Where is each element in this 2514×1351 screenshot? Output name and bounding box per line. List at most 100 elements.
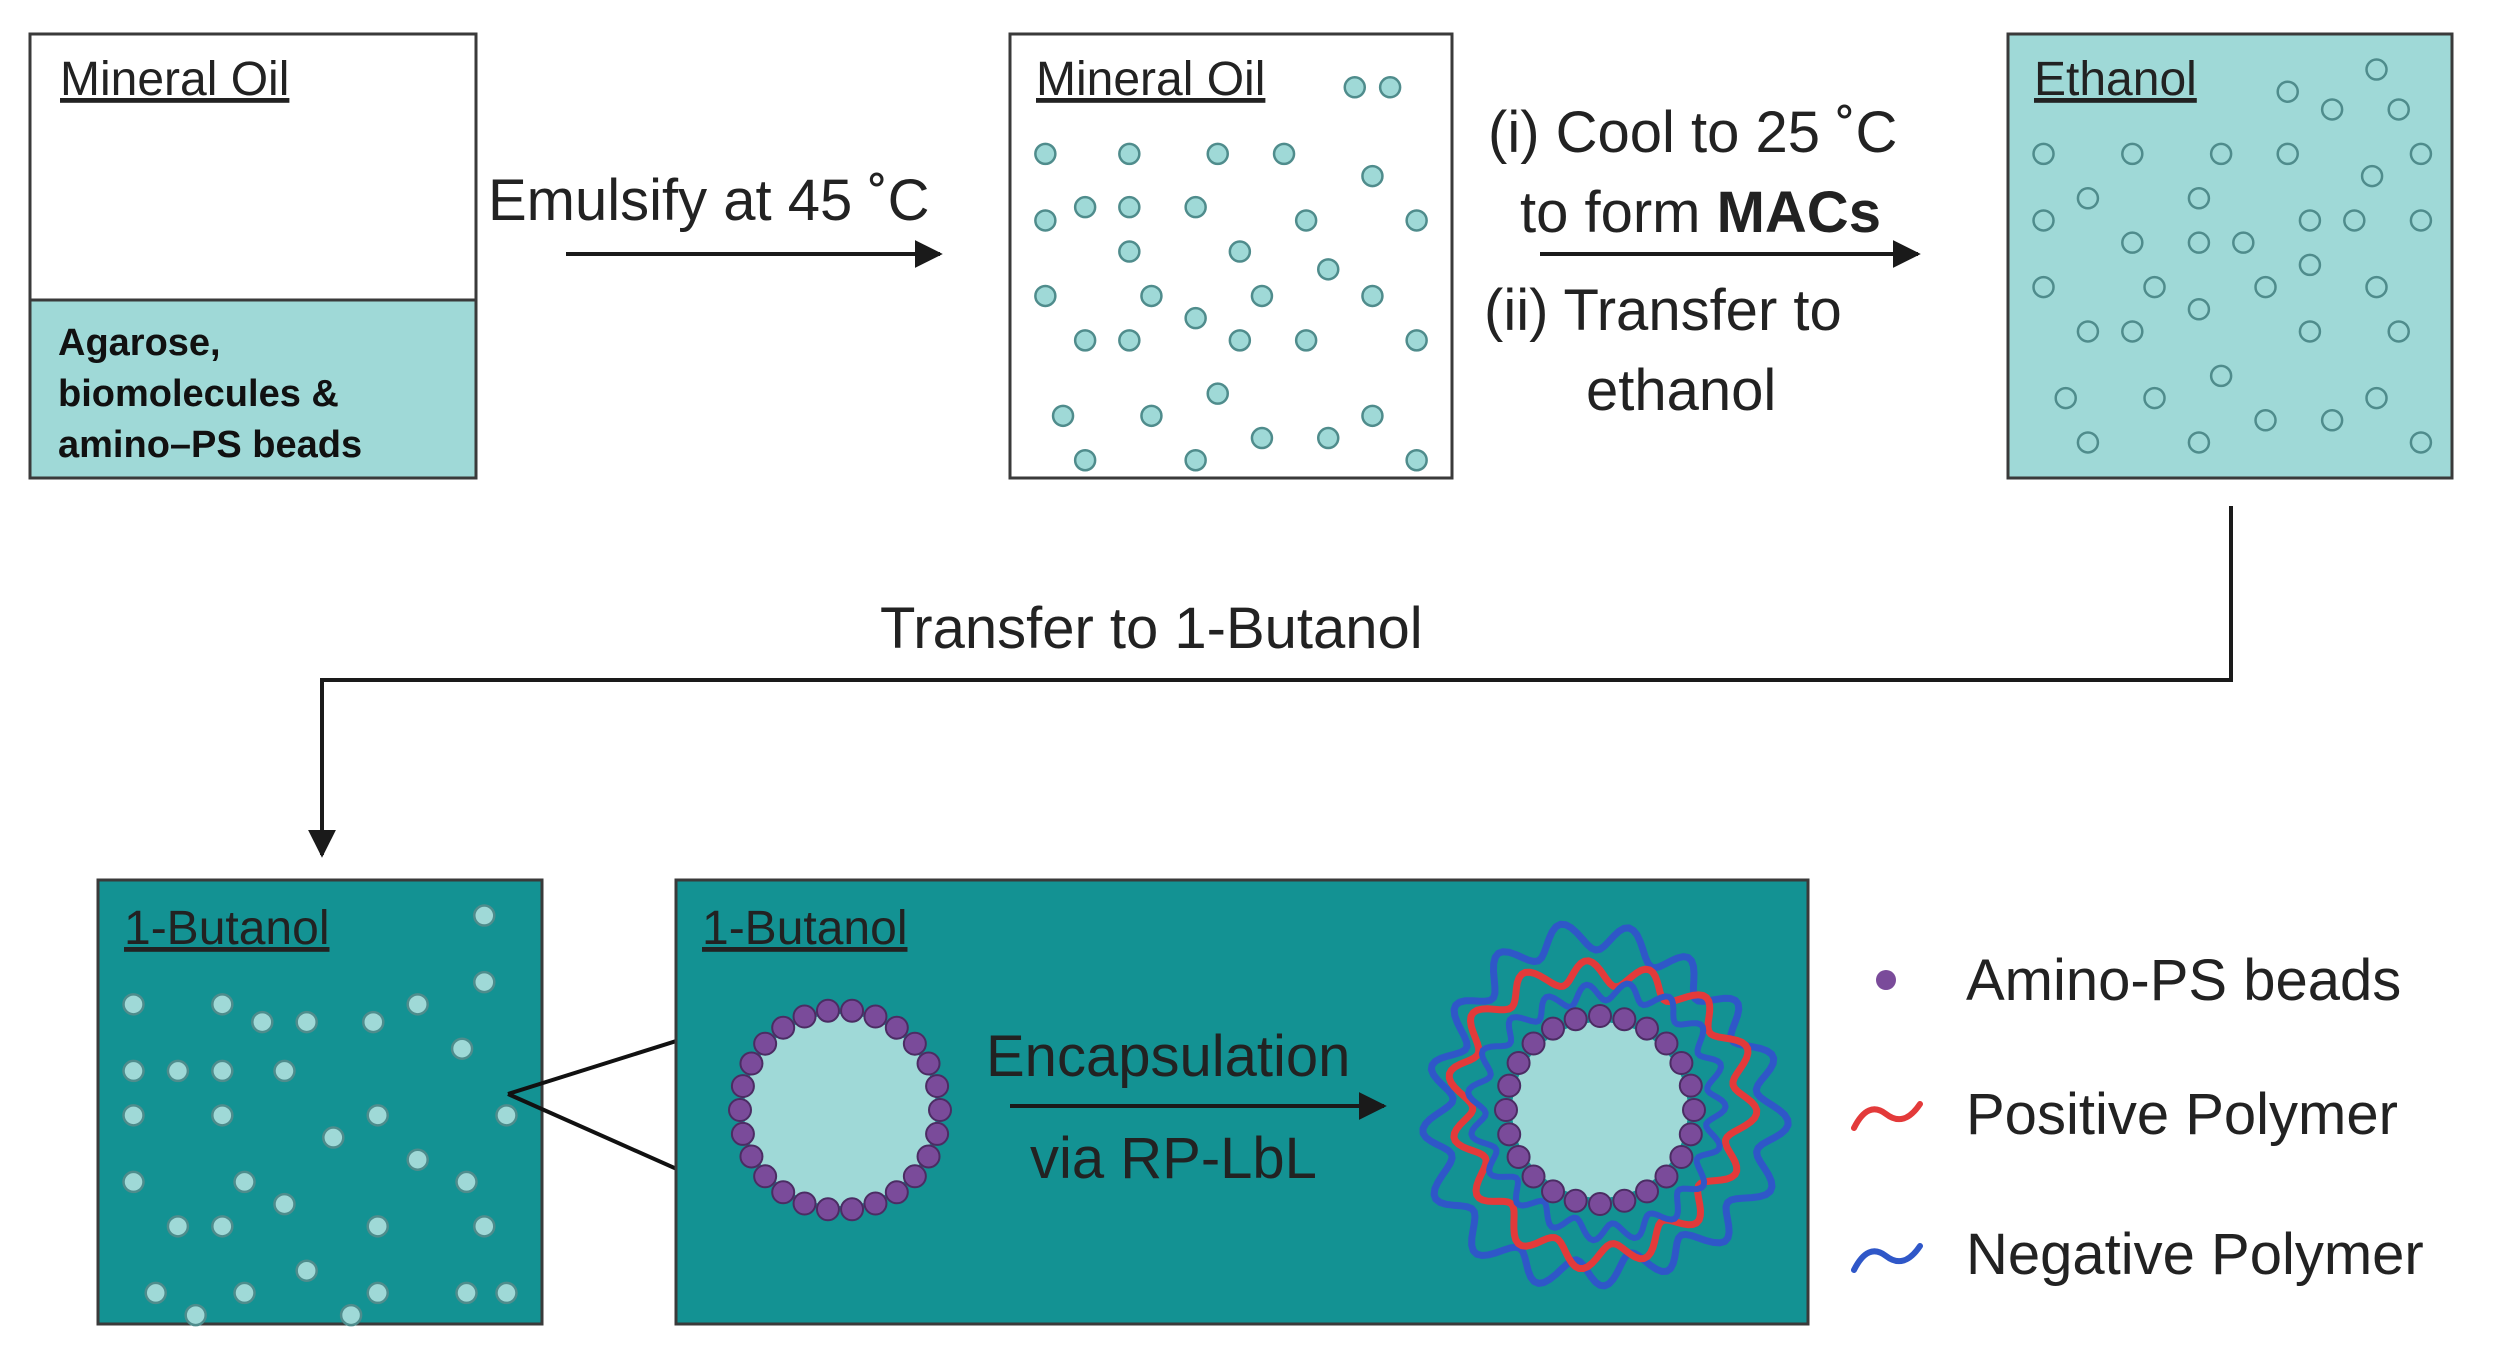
droplet — [2254, 275, 2277, 299]
mac-encapsulated — [1419, 920, 1792, 1290]
transfer-line-1: (ii) Transfer to — [1484, 278, 1842, 343]
droplet — [2187, 231, 2211, 254]
droplet — [1272, 142, 1296, 166]
mac-core — [744, 1014, 936, 1206]
droplet — [1250, 426, 1274, 450]
butanol-transfer-step: Transfer to 1-Butanol — [308, 506, 2233, 858]
amino-ps-bead — [1563, 1007, 1588, 1032]
amino-ps-bead — [1494, 1098, 1518, 1122]
amino-ps-bead — [1588, 1192, 1612, 1216]
droplet — [2187, 298, 2211, 321]
droplet — [1118, 240, 1141, 263]
droplet — [2298, 209, 2322, 232]
emulsion-label: Mineral Oil — [1036, 53, 1265, 106]
droplet — [450, 1037, 474, 1060]
droplet — [1361, 164, 1384, 188]
droplet — [184, 1303, 207, 1327]
droplet — [1184, 306, 1207, 330]
droplet — [366, 1281, 389, 1305]
droplet — [1118, 329, 1141, 352]
droplet — [339, 1303, 363, 1327]
amino-ps-bead — [1678, 1073, 1703, 1098]
legend-amino-beads-label: Amino-PS beads — [1966, 948, 2401, 1013]
droplet — [2187, 187, 2211, 210]
droplet — [2387, 98, 2410, 121]
amino-ps-bead — [928, 1098, 952, 1122]
droplet — [211, 993, 234, 1016]
droplet — [1228, 329, 1252, 352]
droplet — [1343, 76, 1367, 99]
droplet — [2409, 142, 2433, 166]
mac-before — [728, 998, 952, 1222]
droplet — [2360, 164, 2384, 188]
droplet — [251, 1010, 274, 1034]
droplet — [2276, 80, 2299, 103]
mineral-oil-label: Mineral Oil — [60, 53, 289, 106]
droplet — [295, 1010, 318, 1034]
droplet — [2121, 231, 2144, 254]
droplet — [406, 993, 429, 1016]
amino-ps-bead — [863, 1191, 888, 1216]
droplet — [2143, 275, 2166, 299]
amino-ps-bead — [916, 1051, 941, 1076]
negative-polymer-outer-layer — [1419, 920, 1792, 1290]
droplet — [1206, 142, 1229, 166]
emulsion-droplets — [1034, 76, 1428, 472]
droplet — [1316, 258, 1340, 281]
droplet — [1228, 240, 1252, 263]
droplet — [362, 1010, 385, 1034]
droplet — [473, 970, 496, 994]
droplet — [273, 1192, 296, 1216]
butanol-panel: 1-Butanol — [96, 878, 544, 1327]
ethanol-label: Ethanol — [2034, 53, 2197, 106]
droplet — [366, 1104, 389, 1127]
droplet — [1294, 209, 1318, 232]
amino-ps-bead — [771, 1180, 796, 1205]
droplet — [2187, 431, 2211, 454]
butanol-label: 1-Butanol — [124, 902, 329, 955]
droplet — [1378, 76, 1402, 99]
amino-ps-bead — [1654, 1164, 1679, 1189]
amino-ps-bead — [1541, 1179, 1565, 1204]
droplet — [473, 904, 496, 927]
emulsify-label: Emulsify at 45 ˚C — [488, 168, 930, 233]
encapsulation-line-1: Encapsulation — [986, 1024, 1350, 1089]
droplet — [322, 1126, 345, 1149]
amino-ps-bead — [771, 1015, 796, 1040]
butanol-zoom-label: 1-Butanol — [702, 902, 907, 955]
amino-ps-bead — [728, 1098, 752, 1122]
amino-ps-bead — [863, 1004, 888, 1029]
droplet — [2232, 231, 2255, 254]
cool-line-2: to form MACs — [1520, 180, 1881, 245]
droplet — [455, 1170, 478, 1194]
droplet — [2032, 275, 2055, 299]
emulsion-panel: Mineral Oil — [1008, 32, 1454, 480]
amino-ps-bead — [815, 998, 840, 1023]
amino-ps-bead — [1541, 1016, 1565, 1041]
oil-phase-region — [28, 32, 478, 302]
droplet — [1316, 426, 1340, 450]
transfer-line-2: ethanol — [1586, 358, 1776, 423]
droplet — [1051, 404, 1075, 428]
droplet — [406, 1148, 429, 1171]
amino-ps-bead — [1612, 1007, 1637, 1032]
amino-ps-bead — [884, 1180, 909, 1205]
mac-bead-shell — [728, 998, 952, 1222]
encapsulated-mac-bead-shell — [1494, 1004, 1706, 1216]
legend: Amino-PS beads Positive Polymer Negative… — [1851, 948, 2424, 1287]
legend-positive-polymer-label: Positive Polymer — [1966, 1082, 2398, 1147]
legend-negative-polymer-label: Negative Polymer — [1966, 1222, 2424, 1287]
butanol-zoom-panel: 1-Butanol Encapsulation via RP-LbL — [674, 878, 1810, 1326]
emulsify-step: Emulsify at 45 ˚C — [488, 168, 943, 268]
initial-panel: Mineral Oil Agarose, biomolecules & amin… — [28, 32, 478, 480]
droplet — [1073, 195, 1097, 219]
droplet — [1034, 142, 1057, 166]
droplet — [1073, 329, 1097, 352]
amino-ps-bead — [1506, 1051, 1531, 1075]
ethanol-macs — [2032, 58, 2433, 454]
amino-ps-bead — [925, 1074, 950, 1099]
droplet — [2076, 431, 2100, 454]
cool-line-1: (i) Cool to 25 ˚C — [1488, 100, 1897, 165]
negative-polymer-inner-layer — [1465, 980, 1729, 1244]
droplet — [2387, 320, 2410, 343]
